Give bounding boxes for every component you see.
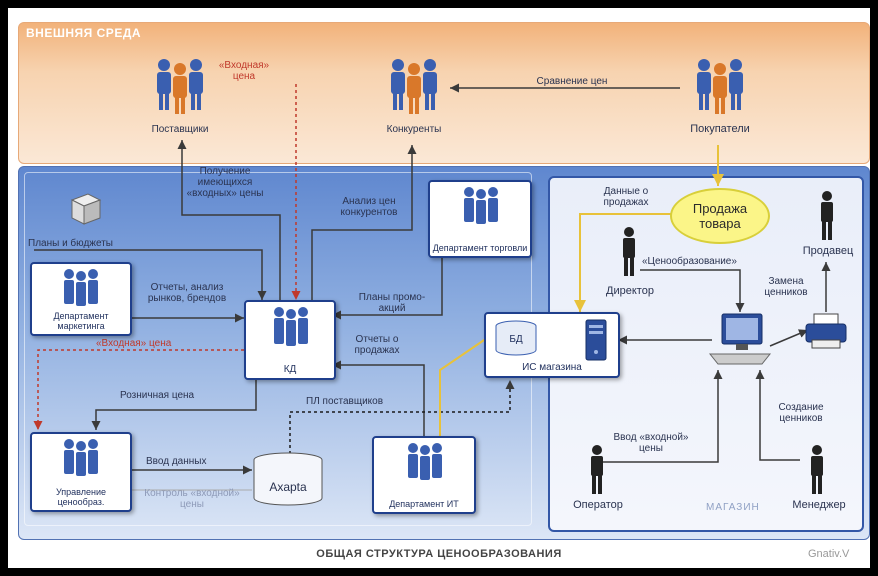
label-pricing-process: «Ценообразование» xyxy=(642,256,737,267)
arrow-pl-suppliers xyxy=(289,380,515,460)
actor-director: Директор xyxy=(606,285,654,297)
card-is-store: БД ИС магазина xyxy=(484,312,620,378)
store-zone-title: МАГАЗИН xyxy=(706,502,760,513)
people-group-icon xyxy=(274,307,308,346)
card-pricing: Управление ценообраз. xyxy=(30,432,132,512)
card-marketing-label: Департамент маркетинга xyxy=(53,311,109,331)
arrow-computer-printer xyxy=(769,329,809,347)
database-icon xyxy=(253,452,323,506)
person-icon xyxy=(811,445,823,494)
card-trade-label: Департамент торговли xyxy=(432,243,528,253)
card-is-store-label: ИС магазина xyxy=(522,362,582,373)
arrow-retail-price xyxy=(91,378,257,430)
label-create-tags: Создание ценников xyxy=(778,402,824,424)
card-marketing: Департамент маркетинга xyxy=(30,262,132,336)
arrow-kd-suppliers xyxy=(177,140,281,305)
sale-bubble: Продажа товара xyxy=(670,188,770,244)
printer-icon xyxy=(805,313,847,349)
card-kd: КД xyxy=(244,300,336,380)
person-icon xyxy=(591,445,603,494)
database-icon xyxy=(495,320,537,356)
label-control-input-price: Контроль «входной» цены xyxy=(144,488,240,510)
server-icon xyxy=(585,319,607,361)
person-icon xyxy=(623,227,635,276)
actor-suppliers: Поставщики xyxy=(151,124,209,135)
card-it: Департамент ИТ xyxy=(372,436,476,514)
arrow-trade-kd xyxy=(332,258,443,320)
card-pricing-label: Управление ценообраз. xyxy=(55,487,107,507)
people-group-icon xyxy=(157,59,203,114)
label-compare-prices: Сравнение цен xyxy=(536,76,608,87)
arrow-operator-computer xyxy=(600,370,723,463)
card-it-label: Департамент ИТ xyxy=(389,499,459,509)
axapta-label: Axapta xyxy=(269,480,307,494)
label-input-price-entry: Ввод «входной» цены xyxy=(613,432,689,454)
actor-operator: Оператор xyxy=(573,499,623,511)
people-group-icon xyxy=(464,187,498,224)
person-icon xyxy=(821,191,833,240)
label-data-entry: Ввод данных xyxy=(146,456,207,467)
arrow-director-computer xyxy=(640,269,745,312)
arrow-plans-budgets xyxy=(34,249,267,300)
arrow-kd-competitors xyxy=(311,145,417,300)
people-group-icon xyxy=(391,59,437,114)
label-analyze-competitors: Анализ цен конкурентов xyxy=(340,196,398,218)
people-group-icon xyxy=(408,443,442,480)
diagram-title: ОБЩАЯ СТРУКТУРА ЦЕНООБРАЗОВАНИЯ xyxy=(316,548,562,560)
label-plans-budgets: Планы и бюджеты xyxy=(28,238,113,249)
label-retail-price: Розничная цена xyxy=(120,390,195,401)
label-plans-promo: Планы промо-акций xyxy=(358,292,426,314)
arrow-kd-pricing-input-price xyxy=(33,349,244,430)
people-group-icon xyxy=(697,59,743,114)
card-trade: Департамент торговли xyxy=(428,180,532,258)
label-replace-tags: Замена ценников xyxy=(764,276,808,298)
signature: Gnativ.V xyxy=(808,548,850,560)
arrow-manager-computer xyxy=(755,370,800,461)
box-icon xyxy=(70,193,102,225)
actor-customers: Покупатели xyxy=(690,123,750,135)
actor-seller: Продавец xyxy=(802,245,854,257)
label-input-price-mid: «Входная» цена xyxy=(96,338,172,349)
external-zone-title: ВНЕШНЯЯ СРЕДА xyxy=(26,26,142,40)
label-sales-reports: Отчеты о продажах xyxy=(354,334,400,356)
label-input-price-top: «Входная» цена xyxy=(218,60,270,82)
label-pl-suppliers: ПЛ поставщиков xyxy=(306,396,384,407)
flow-it-is-store xyxy=(439,335,491,436)
people-group-icon xyxy=(64,269,98,306)
arrow-sales-data xyxy=(574,213,672,312)
people-group-icon xyxy=(64,439,98,476)
actor-manager: Менеджер xyxy=(792,499,846,511)
card-kd-label: КД xyxy=(283,364,297,375)
computer-icon xyxy=(708,313,772,365)
card-db-label: БД xyxy=(509,334,523,345)
label-sales-data: Данные о продажах xyxy=(603,186,649,208)
label-receive-input-prices: Получение имеющихся «входных» цены xyxy=(186,166,264,199)
actor-competitors: Конкуренты xyxy=(386,124,442,135)
label-reports-analysis: Отчеты, анализ рынков, брендов xyxy=(147,282,227,304)
